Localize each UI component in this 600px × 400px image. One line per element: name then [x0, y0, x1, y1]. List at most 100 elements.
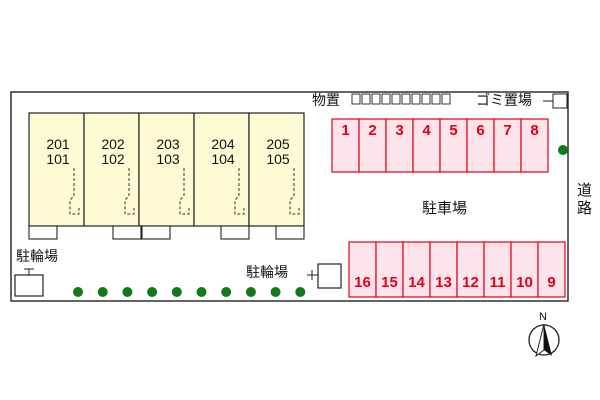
parking-space-number: 8: [530, 122, 539, 139]
parking-space-number: 7: [503, 122, 512, 139]
parking-space-number: 14: [408, 274, 425, 291]
storage-shed-section: [411, 93, 421, 105]
storage-shed-section: [441, 93, 451, 105]
parking-space: [412, 118, 441, 173]
road-char-1: 道: [577, 181, 593, 199]
parking-space: [439, 118, 468, 173]
bicycle-parking-center: [307, 263, 342, 289]
tree: [171, 287, 182, 297]
parking-space: [510, 241, 539, 298]
upper-unit-number: 201: [46, 136, 70, 152]
entry-step: [141, 225, 171, 240]
tree: [245, 287, 256, 297]
storage-shed-section: [431, 93, 441, 105]
unit-block: [138, 112, 195, 227]
storage-shed-section: [381, 93, 391, 105]
upper-unit-number: 204: [211, 136, 235, 152]
entry-step: [28, 225, 58, 240]
parking-space: [375, 241, 404, 298]
entry-step: [112, 225, 142, 240]
parking-bottom-row: [348, 241, 566, 298]
upper-unit-number: 202: [101, 136, 125, 152]
bicycle-left-label: 駐輪場: [16, 249, 58, 265]
storage-shed-section: [391, 93, 401, 105]
tree: [270, 287, 281, 297]
storage-shed-section: [351, 93, 361, 105]
parking-label: 駐車場: [422, 199, 468, 217]
parking-space-number: 5: [449, 122, 458, 139]
parking-space: [429, 241, 458, 298]
north-label: N: [539, 311, 547, 323]
road-char-2: 路: [577, 199, 593, 217]
storage-shed: [351, 93, 451, 105]
unit-stair-path: [179, 168, 190, 215]
parking-space-number: 3: [395, 122, 404, 139]
tree: [147, 287, 158, 297]
upper-unit-number: 203: [156, 136, 180, 152]
unit-block: [28, 112, 85, 227]
unit-stair-path: [289, 168, 300, 215]
lower-unit-number: 104: [211, 150, 235, 167]
property-boundary: [10, 91, 569, 302]
parking-space-number: 13: [435, 274, 452, 291]
tree: [221, 287, 232, 297]
road-label: 道 路: [577, 181, 593, 217]
storage-shed-section: [401, 93, 411, 105]
parking-space-number: 15: [381, 274, 398, 291]
parking-space: [348, 241, 377, 298]
unit-block: [193, 112, 250, 227]
parking-space: [493, 118, 522, 173]
lower-unit-number: 102: [101, 150, 125, 167]
parking-space-number: 9: [547, 274, 556, 291]
unit-stair-path: [69, 168, 80, 215]
tree: [97, 287, 108, 297]
garbage-label: ゴミ置場: [476, 93, 532, 109]
parking-space-number: 2: [368, 122, 377, 139]
storage-label: 物置: [312, 93, 340, 109]
parking-space: [466, 118, 495, 173]
lower-unit-number: 105: [266, 150, 290, 167]
unit-block: [83, 112, 140, 227]
parking-space: [402, 241, 431, 298]
lower-unit-number: 101: [46, 150, 70, 167]
parking-top-row: [331, 118, 549, 173]
entry-step: [275, 225, 305, 240]
parking-space: [520, 118, 549, 173]
parking-space-number: 4: [422, 122, 431, 139]
unit-block: [248, 112, 305, 227]
parking-space-number: 11: [489, 274, 506, 291]
unit-stair-path: [234, 168, 245, 215]
storage-shed-section: [421, 93, 431, 105]
north-compass: [528, 323, 560, 358]
parking-space: [331, 118, 360, 173]
parking-space-number: 12: [462, 274, 479, 291]
parking-space-number: 10: [516, 274, 533, 291]
tree: [295, 287, 306, 297]
tree-row: [73, 287, 306, 297]
lower-unit-number: 103: [156, 150, 180, 167]
parking-space-number: 6: [476, 122, 485, 139]
parking-space: [385, 118, 414, 173]
parking-space-number: 1: [341, 122, 350, 139]
upper-unit-number: 205: [266, 136, 290, 152]
parking-space: [537, 241, 566, 298]
bicycle-center-label: 駐輪場: [246, 265, 288, 281]
storage-shed-section: [361, 93, 371, 105]
storage-shed-section: [371, 93, 381, 105]
tree-east: [558, 145, 568, 155]
garbage-box: [543, 93, 568, 109]
tree: [73, 287, 83, 297]
parking-space-number: 16: [354, 274, 371, 291]
tree: [122, 287, 133, 297]
tree: [196, 287, 207, 297]
bicycle-parking-left: [14, 268, 44, 297]
entry-step: [220, 225, 250, 240]
unit-stair-path: [124, 168, 135, 215]
